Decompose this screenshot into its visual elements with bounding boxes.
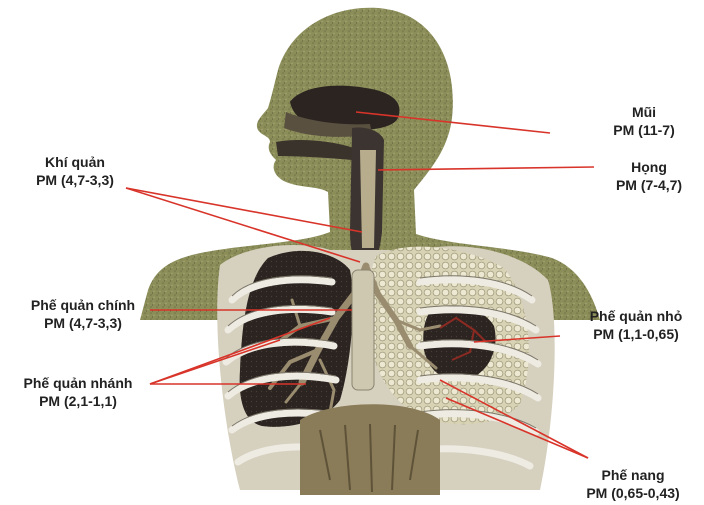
label-phe-nang-title: Phế nang [566,466,700,484]
label-phe-nang: Phế nang PM (0,65-0,43) [566,466,700,502]
label-khi-quan: Khí quản PM (4,7-3,3) [20,153,130,189]
label-pq-chinh: Phế quản chính PM (4,7-3,3) [8,296,158,332]
label-hong: Họng PM (7-4,7) [594,158,704,194]
label-pq-nho-value: PM (1,1-0,65) [574,325,698,343]
label-mui: Mũi PM (11-7) [594,103,694,139]
sternum [352,270,374,390]
label-pq-nhanh-value: PM (2,1-1,1) [0,392,156,410]
label-phe-nang-value: PM (0,65-0,43) [566,484,700,502]
label-khi-quan-value: PM (4,7-3,3) [20,171,130,189]
label-pq-nho-title: Phế quản nhỏ [574,307,698,325]
label-pq-nhanh: Phế quản nhánh PM (2,1-1,1) [0,374,156,410]
label-pq-nhanh-title: Phế quản nhánh [0,374,156,392]
label-hong-value: PM (7-4,7) [594,176,704,194]
label-mui-value: PM (11-7) [594,121,694,139]
trachea-inner [360,150,376,248]
label-mui-title: Mũi [594,103,694,121]
label-pq-chinh-value: PM (4,7-3,3) [8,314,158,332]
label-pq-chinh-title: Phế quản chính [8,296,158,314]
label-pq-nho: Phế quản nhỏ PM (1,1-0,65) [574,307,698,343]
label-khi-quan-title: Khí quản [20,153,130,171]
label-hong-title: Họng [594,158,704,176]
